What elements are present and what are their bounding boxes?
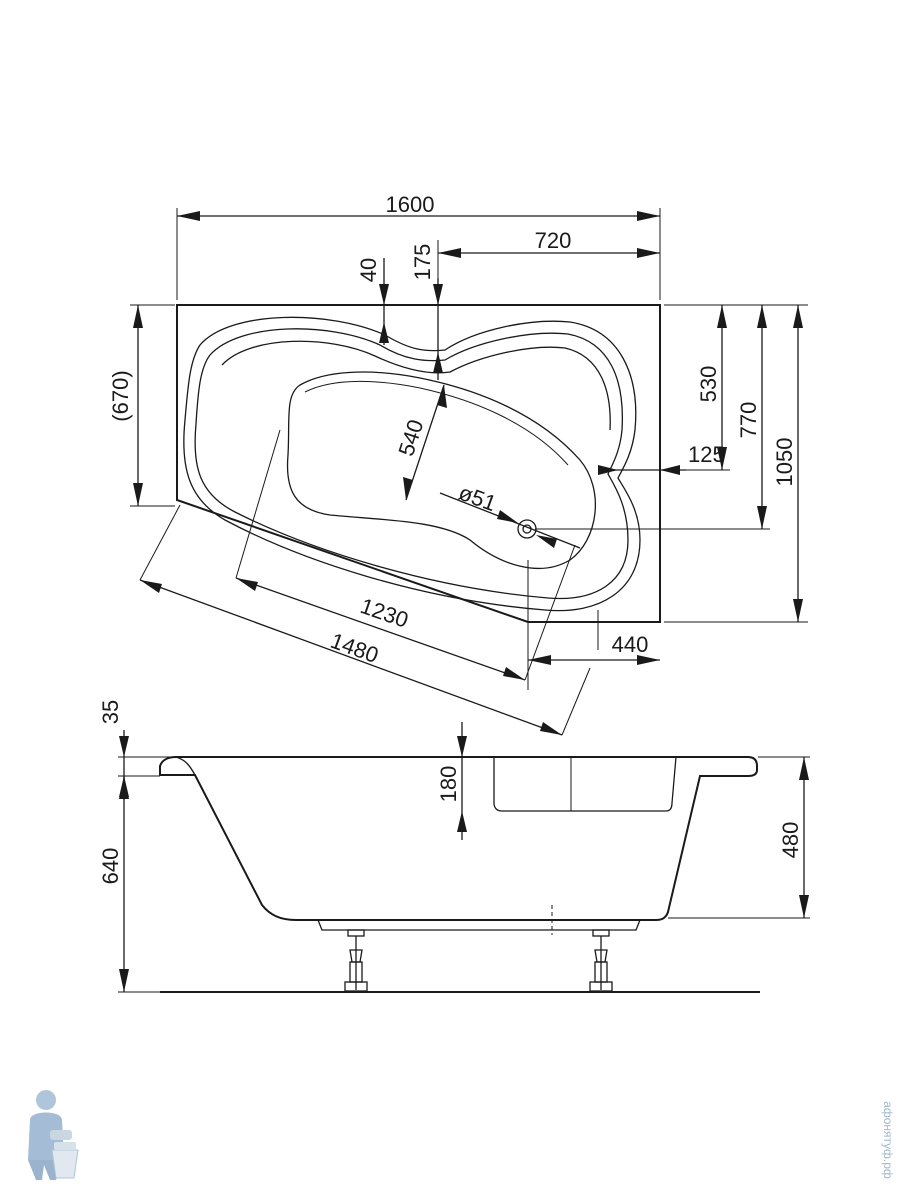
base-plate bbox=[317, 919, 641, 931]
dim-530: 530 bbox=[696, 366, 721, 403]
dim-rim-175: 175 bbox=[410, 244, 435, 281]
dim-rim-40: 40 bbox=[356, 258, 381, 282]
dim-1230: 1230 bbox=[357, 593, 411, 633]
dim-width: 1600 bbox=[386, 192, 435, 217]
floor-contour-inner bbox=[304, 380, 569, 466]
dim-180: 180 bbox=[436, 766, 461, 803]
dim-440: 440 bbox=[612, 632, 649, 657]
outer-basin-contour bbox=[183, 316, 641, 612]
dim-drain: ø51 bbox=[455, 480, 499, 516]
top-view: 1600 720 40 175 (670) 530 770 bbox=[108, 192, 808, 736]
seat-ledge-contour bbox=[221, 340, 611, 431]
dim-540: 540 bbox=[393, 416, 428, 459]
dim-right-offset: 720 bbox=[535, 228, 572, 253]
plumber-mascot-icon bbox=[28, 1090, 79, 1180]
dim-1480: 1480 bbox=[327, 628, 382, 668]
dim-35: 35 bbox=[98, 700, 123, 724]
dim-770: 770 bbox=[736, 402, 761, 439]
leg-right bbox=[589, 929, 613, 992]
dim-640: 640 bbox=[98, 848, 123, 885]
seat-block bbox=[493, 756, 677, 812]
leg-left bbox=[344, 929, 368, 992]
inner-basin-contour bbox=[194, 328, 629, 600]
dim-480: 480 bbox=[778, 822, 803, 859]
dim-1050: 1050 bbox=[772, 438, 797, 487]
floor-contour bbox=[286, 371, 597, 569]
dim-125: 125 bbox=[688, 442, 725, 467]
tub-outline-top bbox=[176, 304, 661, 623]
side-view: 35 640 180 480 bbox=[98, 700, 810, 993]
dim-left-height: (670) bbox=[108, 370, 133, 421]
watermark-text: афонятуф.рф bbox=[881, 1101, 895, 1179]
